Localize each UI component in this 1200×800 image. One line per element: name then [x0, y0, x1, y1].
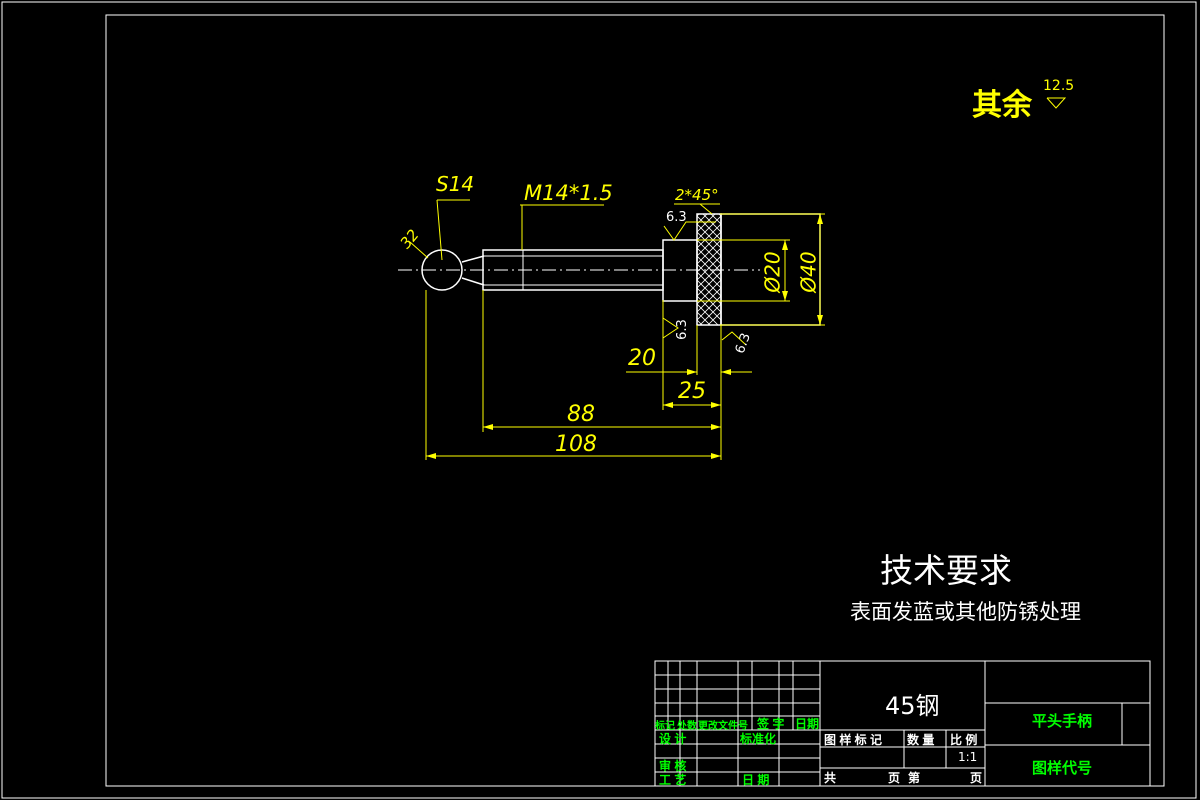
inner-frame [105, 14, 1165, 787]
drawing-code-label: 图样代号 [1032, 760, 1093, 777]
dim-20: 20 [628, 346, 656, 371]
header-count: 处数 [677, 721, 697, 732]
knurl-line [697, 255, 721, 281]
dim-25: 25 [678, 379, 706, 404]
dim-88: 88 [567, 402, 595, 427]
header-sign: 签 字 [757, 717, 785, 731]
knurl-line [697, 287, 721, 313]
knurl-line [697, 263, 721, 289]
title-block-grid [654, 660, 1151, 787]
knurl-line [697, 223, 721, 249]
knurl-line [697, 214, 716, 233]
dimension-arrows [426, 214, 823, 459]
dimension-lines [409, 199, 825, 460]
knurl-line [697, 328, 721, 352]
tech-requirements-body: 表面发蓝或其他防锈处理 [850, 600, 1081, 624]
roughness-symbol [1046, 97, 1067, 109]
header-date: 日期 [795, 717, 820, 731]
dim-thread: M14*1.5 [524, 181, 613, 205]
knurl-line [697, 231, 721, 257]
scale-value: 1:1 [958, 750, 978, 764]
surface-note-label: 其余 [972, 88, 1032, 123]
knurl-line [697, 215, 721, 241]
process-label: 工 艺 [659, 773, 687, 787]
knurl-line [697, 247, 721, 273]
knurl-line [697, 239, 721, 265]
col-scale: 比 例 [950, 733, 978, 747]
header-mark: 标记 [655, 721, 675, 732]
rough-top-value: 6.3 [666, 210, 687, 225]
ball-neck-bottom [461, 277, 485, 286]
knurl-hatching [697, 160, 721, 360]
knurl-line [697, 295, 721, 321]
part-name: 平头手柄 [1032, 713, 1093, 730]
knurl-line [697, 271, 721, 297]
col-drawing-mark: 图 样 标 记 [824, 733, 883, 747]
dim-d20: Ø20 [760, 251, 785, 293]
knurl-line [697, 336, 721, 360]
knurl-line [697, 279, 721, 305]
knurl-line [697, 214, 708, 225]
knurl-line [697, 160, 721, 184]
knurl-line [699, 303, 721, 325]
dim-108: 108 [555, 432, 597, 457]
dim-s14: S14 [436, 172, 475, 196]
surface-note-value: 12.5 [1043, 78, 1075, 94]
tech-requirements-title: 技术要求 [880, 551, 1012, 590]
dim-d40: Ø40 [796, 251, 821, 293]
material-value: 45钢 [885, 692, 940, 720]
rough-left-value: 6.3 [674, 319, 690, 340]
ball-neck-top [461, 255, 485, 263]
page-label: 页 [888, 771, 901, 785]
date-label: 日 期 [742, 773, 770, 787]
material-label: 45钢 [885, 686, 940, 721]
ball-end [421, 249, 463, 291]
standard-label: 标准化 [740, 732, 777, 746]
header-zone: 更改文件号 [698, 721, 748, 732]
total-label: 共 [824, 771, 837, 785]
sheet-no-label: 第 [908, 771, 921, 785]
col-quantity: 数 量 [907, 733, 935, 747]
dim-chamfer: 2*45° [675, 186, 719, 204]
review-label: 审 核 [659, 759, 687, 773]
design-label: 设 计 [659, 732, 687, 746]
page2-label: 页 [970, 771, 983, 785]
knurl-line [707, 311, 721, 325]
